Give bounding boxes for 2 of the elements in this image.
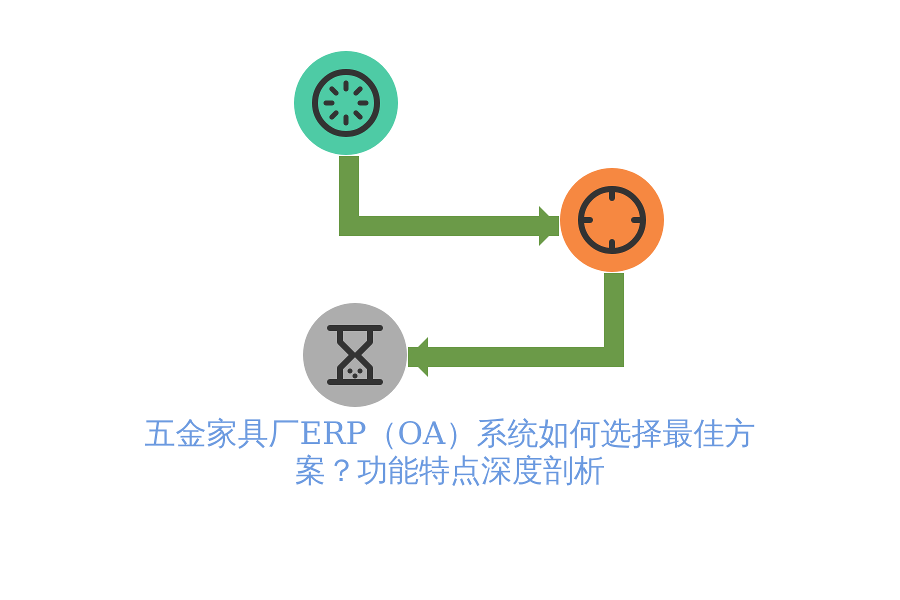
title: 五金家具厂ERP（OA）系统如何选择最佳方案？功能特点深度剖析 (144, 416, 756, 490)
arrow (408, 273, 624, 377)
